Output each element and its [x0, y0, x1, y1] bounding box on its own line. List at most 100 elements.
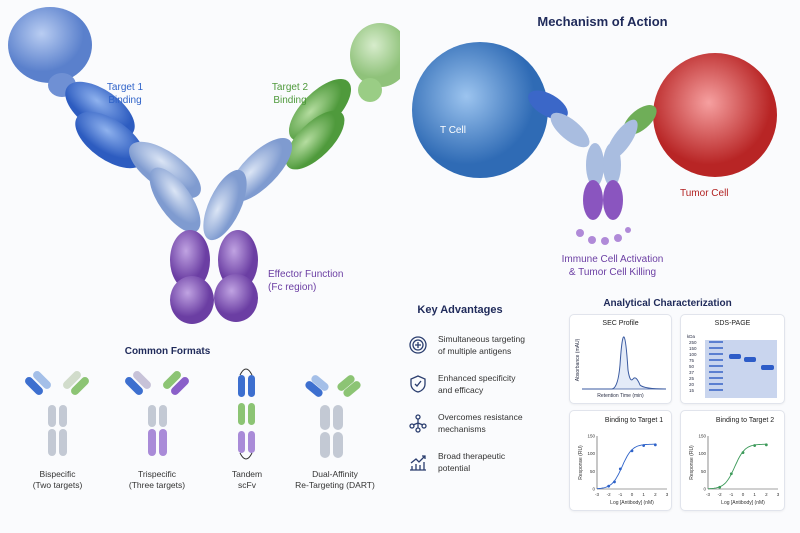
effector-label: Effector Function(Fc region) — [268, 269, 344, 293]
fit-curve — [707, 443, 767, 490]
trispecific-format-icon — [125, 371, 189, 456]
y-tick-label: 0 — [592, 487, 595, 492]
tandem-scfv-format-icon — [238, 368, 255, 460]
data-point — [630, 449, 634, 453]
ladder-band — [709, 377, 723, 379]
data-point — [607, 484, 611, 488]
y-axis-label: Response (RU) — [578, 445, 584, 480]
format-trispecific: Trispecific(Three targets) — [128, 469, 186, 490]
x-tick-label: 1 — [642, 492, 645, 497]
analytics-title: Analytical Characterization — [603, 298, 732, 309]
y-tick-label: 150 — [698, 434, 706, 439]
formats-illustration — [25, 368, 361, 460]
mechanism-illustration — [412, 42, 777, 245]
data-point — [653, 443, 657, 447]
ladder-label: 250 — [689, 340, 697, 345]
chart-title: Binding to Target 2 — [716, 417, 774, 424]
data-point — [764, 443, 768, 447]
x-tick-label: -1 — [618, 492, 622, 497]
x-tick-label: -2 — [607, 492, 611, 497]
advantages-title: Key Advantages — [417, 304, 503, 316]
ladder-band — [709, 341, 723, 343]
x-tick-label: 0 — [631, 492, 634, 497]
y-tick-label: 50 — [701, 469, 707, 474]
growth-chart-icon — [410, 455, 426, 471]
ladder-band — [709, 365, 723, 367]
sec-chromatogram — [582, 336, 667, 390]
ladder-label: 50 — [689, 364, 695, 369]
fc-region — [170, 230, 258, 324]
chart-title: Binding to Target 1 — [605, 417, 663, 424]
x-tick-label: -3 — [706, 492, 710, 497]
t-cell-label: T Cell — [440, 125, 466, 136]
data-point — [753, 444, 757, 447]
network-icon — [409, 414, 427, 433]
target-icon — [409, 336, 427, 354]
bispecific-format-icon — [25, 371, 89, 456]
ladder-band — [709, 389, 723, 391]
tumor-cell-label: Tumor Cell — [680, 188, 729, 199]
x-axis-label: Log [Antibody] (nM) — [610, 500, 654, 506]
formats-title: Common Formats — [124, 346, 211, 357]
ladder-label: 150 — [689, 346, 697, 351]
x-tick-label: 3 — [777, 492, 780, 497]
sds-unit: kDa — [687, 334, 696, 339]
data-point — [642, 444, 646, 447]
data-point — [618, 467, 622, 471]
ladder-band — [709, 347, 723, 349]
x-tick-label: 3 — [666, 492, 669, 497]
x-tick-label: -1 — [729, 492, 733, 497]
sec-xlabel: Retention Time (min) — [597, 393, 644, 399]
data-point — [613, 480, 616, 484]
y-tick-label: 100 — [587, 451, 595, 456]
data-point — [718, 485, 722, 489]
mechanism-outcome: Immune Cell Activation& Tumor Cell Killi… — [561, 254, 664, 278]
x-tick-label: 1 — [753, 492, 756, 497]
ladder-label: 25 — [689, 376, 695, 381]
y-tick-label: 50 — [590, 469, 596, 474]
dart-format-icon — [305, 375, 361, 458]
ladder-label: 100 — [689, 352, 697, 357]
y-axis-label: Response (RU) — [689, 445, 695, 480]
x-tick-label: 0 — [742, 492, 745, 497]
x-axis-label: Log [Antibody] (nM) — [721, 500, 765, 506]
mechanism-title: Mechanism of Action — [537, 14, 668, 29]
sec-profile-panel: SEC Profile Absorbance (mAU) Retention T… — [569, 314, 672, 404]
x-tick-label: 2 — [654, 492, 657, 497]
tumor-cell — [653, 53, 777, 177]
ladder-band — [709, 359, 723, 361]
y-tick-label: 150 — [587, 434, 595, 439]
data-point — [741, 451, 745, 455]
sds-title: SDS-PAGE — [714, 320, 751, 327]
ladder-label: 75 — [689, 358, 695, 363]
x-tick-label: -2 — [718, 492, 722, 497]
shield-icon — [410, 375, 426, 393]
fit-curve — [596, 443, 656, 490]
t-cell — [412, 42, 548, 178]
heavy-light-arm-1 — [65, 81, 201, 233]
x-tick-label: 2 — [765, 492, 768, 497]
y-tick-label: 100 — [698, 451, 706, 456]
sec-ylabel: Absorbance (mAU) — [575, 338, 581, 382]
antigen-1 — [8, 7, 92, 83]
ladder-label: 20 — [689, 382, 695, 387]
sds-gel — [705, 340, 777, 398]
ladder-band — [709, 371, 723, 373]
bispecific-antibody-illustration — [8, 7, 400, 324]
heavy-light-arm-2 — [203, 78, 352, 241]
ladder-band — [709, 353, 723, 355]
sec-title: SEC Profile — [602, 320, 639, 327]
